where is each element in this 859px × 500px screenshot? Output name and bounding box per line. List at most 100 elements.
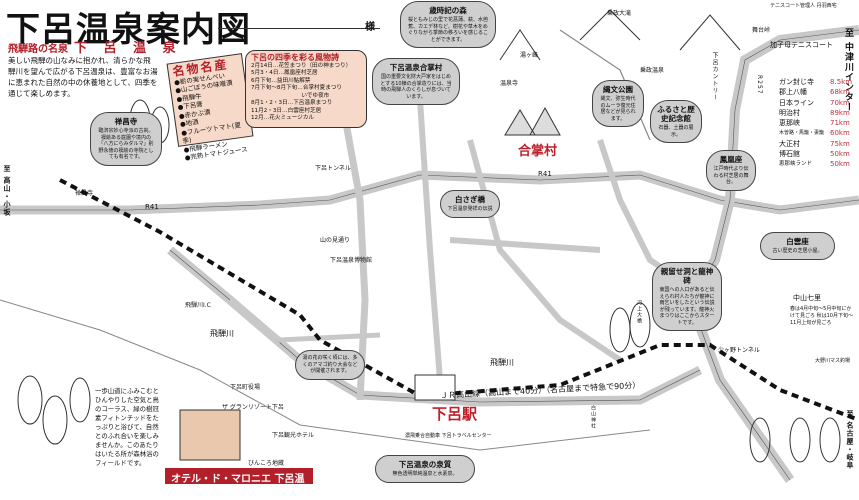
place: 郡上八幡 bbox=[779, 88, 807, 97]
callout-spring-quality: 下呂温泉の泉質無色透明単純温泉と水素泉。 bbox=[375, 455, 475, 483]
distance: 70km bbox=[830, 98, 850, 107]
sama-label: 様 bbox=[365, 22, 375, 33]
callout-text: 臨済宗妙心寺派の古刹。襖絵ある庭園や境内の「八方にらみダルマ」别野永徳の襖絵の寺… bbox=[98, 128, 154, 160]
binkoro-label: びんころ地蔵 bbox=[248, 460, 285, 467]
callout-zenshoji: 禅昌寺臨済宗妙心寺派の古刹。襖絵ある庭園や境内の「八方にらみダルマ」别野永徳の襖… bbox=[90, 112, 162, 166]
callout-title: 歳時記の森 bbox=[429, 6, 467, 15]
hida-river-label-2: 飛騨川 bbox=[490, 358, 514, 367]
direction-nakatsugawa: 至 中津川インター bbox=[843, 28, 853, 113]
tennis-court-label: 加子母テニスコート bbox=[770, 41, 833, 49]
yugamine-label: 湯ヶ峰 bbox=[520, 52, 539, 59]
place: 博石館 bbox=[779, 150, 800, 159]
distance: 50km bbox=[830, 150, 850, 159]
specialties-box: 名物名産 ●栃の実せんべい ●山ごぼうの味噌漬 ●飛騨牛 ●下呂膏 ●赤かぶ漬 … bbox=[166, 53, 254, 162]
seasonal-title: 下呂の四季を彩る風物詩 bbox=[251, 53, 339, 62]
subtitle-main: 下 呂 温 泉 bbox=[74, 41, 182, 56]
callout-title: 親留せ洞と龍神碑 bbox=[660, 267, 714, 285]
event-item: 11月2・3日…白雲座村芝居 bbox=[251, 107, 322, 114]
butaitoge-label: 舞台峠 bbox=[752, 27, 771, 34]
route-r41-label: R41 bbox=[145, 203, 159, 211]
callout-title: 下呂温泉合掌村 bbox=[389, 63, 443, 72]
masu-fishing-label: 大野川マス釣場 bbox=[815, 358, 851, 364]
callout-hakuunza: 白雲座古い歴史の芝居小屋。 bbox=[760, 232, 835, 260]
intro-text: 美しい飛騨の山なみに抱かれ、清らかな飛騨川を望んで広がる下呂温泉は、豊富なお湯に… bbox=[8, 56, 158, 98]
distance: 75km bbox=[830, 139, 850, 148]
callout-text: 国の重要文化財大戸家をはじめとする10棟の合掌造りには、当時の飛騨人のくらしが息… bbox=[380, 74, 452, 100]
distance: 60km bbox=[830, 129, 850, 138]
norimasa-falls-label: 乗政大滝 bbox=[607, 10, 632, 17]
callout-shirasagi: 白さぎ橋下呂温泉発祥の伝説 bbox=[440, 190, 500, 218]
gero-tunnel-label: 下呂トンネル bbox=[315, 165, 351, 172]
callout-text: 古い歴史の芝居小屋。 bbox=[772, 248, 823, 254]
callout-ryujin: 親留せ洞と龍神碑東国への入口があると伝えられ村人たちが龍神に雨乞いをしたという伝… bbox=[652, 262, 722, 331]
route-r257-label: R257 bbox=[756, 75, 763, 95]
onsenji-label: 温泉寺 bbox=[500, 80, 519, 87]
callout-flowers: 湯の花の咲く頃には、多くのアマゴ釣り大会などが開催されます。 bbox=[295, 350, 365, 380]
travel-center-label: 濃飛乗合自動車 下呂トラベルセンター bbox=[405, 433, 492, 439]
callout-text: 無色透明単純温泉と水素泉。 bbox=[392, 471, 458, 477]
page-title: 下呂温泉案内図 bbox=[6, 10, 251, 50]
distance-row: ガン封じ寺 8.5km bbox=[777, 78, 854, 86]
distance: 68km bbox=[830, 88, 850, 97]
kawaue-bridge-label: 河上大橋 bbox=[636, 300, 642, 324]
callout-text: 桜ともみじの里で花菖蒲、萩、水芭蕉、カエデ林など、樹花や草木をめぐりながら季節の… bbox=[407, 17, 488, 43]
callout-saijiki: 歳時記の森桜ともみじの里で花菖蒲、萩、水芭蕉、カエデ林など、樹花や草木をめぐりな… bbox=[400, 1, 496, 48]
railway bbox=[59, 178, 859, 422]
callout-furusato: ふるさと歴史記念館石器、土器の展示。 bbox=[650, 100, 702, 143]
hakusan-shrine-label: 白山神社 bbox=[590, 405, 596, 429]
distance-row: 木曽路・馬籠・妻籠 60km bbox=[777, 129, 854, 137]
callout-title: 禅昌寺 bbox=[114, 117, 138, 126]
hotel-banner: オテル・ド・マロニエ 下呂温泉 bbox=[165, 468, 313, 500]
tennis-manager-label: テニスコート管理人 丹羽西宅 bbox=[770, 3, 837, 9]
seasonal-events-box: 下呂の四季を彩る風物詩 2月14日…花笠まつり（田の神まつり） 5月3・4日…鳳… bbox=[245, 50, 367, 128]
nakayama-note: 春は4月中旬〜5月中旬にかけて見ごろ 秋は10月下旬〜11月上旬が見ごろ bbox=[790, 306, 853, 326]
callout-title: 鳳凰座 bbox=[719, 155, 743, 164]
distance-row: 郡上八幡 68km bbox=[777, 88, 854, 96]
museum-label: 下呂温泉博物館 bbox=[330, 257, 373, 264]
nakayama-label: 中山七里 bbox=[793, 294, 821, 302]
callout-jomon: 縄文公園縄文、弥生時代のムーラ復元住居などが見られます。 bbox=[592, 80, 644, 127]
callout-title: 白雲座 bbox=[786, 237, 809, 246]
gero-kanko-hotel-label: 下呂観光ホテル bbox=[272, 432, 315, 439]
distance: 89km bbox=[830, 108, 850, 117]
distance-row: 博石館 50km bbox=[777, 150, 854, 158]
place: 大正村 bbox=[779, 139, 800, 148]
subtitle: 飛騨路の名泉下 呂 温 泉 bbox=[8, 37, 182, 56]
forest-bathing-text: 一歩山道にふみこむとひんやりした空気と鳥のコーラス、緑の樹冠素フィトンチッドをた… bbox=[95, 387, 159, 467]
event-item: 2月14日…花笠まつり（田の神まつり） bbox=[251, 62, 352, 69]
callout-text: 縄文、弥生時代のムーラ復元住居などが見られます。 bbox=[600, 96, 636, 122]
place: 木曽路・馬籠・妻籠 bbox=[779, 130, 825, 137]
callout-text: 湯の花の咲く頃には、多くのアマゴ釣り大会などが開催されます。 bbox=[302, 355, 358, 374]
place: 恵那峡 bbox=[779, 119, 800, 128]
event-item: 12月…花火ミュージカル bbox=[251, 115, 314, 121]
name-line bbox=[218, 28, 380, 29]
hida-ic-label: 飛騨川I.C bbox=[185, 302, 211, 309]
grand-resort-label: ザ グランリゾート下呂 bbox=[222, 404, 284, 411]
direction-takayama: 至 高山・小坂 bbox=[3, 165, 11, 217]
distance: 8.5km bbox=[830, 78, 853, 86]
zenshoji-label: 禅昌寺 bbox=[75, 190, 94, 197]
norimasa-onsen-label: 乗政温泉 bbox=[640, 67, 665, 74]
callout-hoo-za: 鳳凰座江戸時代より伝わる村芝居の舞台。 bbox=[706, 150, 756, 191]
callout-text: 東国への入口があると伝えられ村人たちが龍神に雨乞いをしたという伝説が残っています… bbox=[659, 287, 715, 326]
distance-row: 大正村 75km bbox=[777, 140, 854, 148]
shobo-tunnel-label: 少ヶ野トンネル bbox=[718, 347, 760, 354]
event-item: 5月3・4日…鳳凰座村芝居 bbox=[251, 70, 318, 76]
map-illustration bbox=[0, 9, 859, 483]
callout-title: 白さぎ橋 bbox=[455, 195, 485, 204]
event-item: 8月1・2・3日…下呂温泉まつり bbox=[251, 100, 333, 106]
event-item: いでゆ夜市 bbox=[251, 92, 330, 99]
place: ガン封じ寺 bbox=[779, 78, 814, 86]
event-item: 6月下旬…益田川鮎解禁 bbox=[251, 77, 311, 84]
callout-title: 縄文公園 bbox=[603, 85, 633, 94]
distance: 50km bbox=[830, 160, 850, 169]
gero-country-label: 下呂カントリー bbox=[711, 52, 718, 101]
hida-river-label: 飛騨川 bbox=[210, 329, 234, 338]
callout-title: ふるさと歴史記念館 bbox=[657, 105, 695, 123]
callout-text: 石器、土器の展示。 bbox=[658, 125, 694, 138]
callout-text: 江戸時代より伝わる村芝居の舞台。 bbox=[713, 166, 749, 185]
subtitle-prefix: 飛騨路の名泉 bbox=[8, 44, 68, 55]
